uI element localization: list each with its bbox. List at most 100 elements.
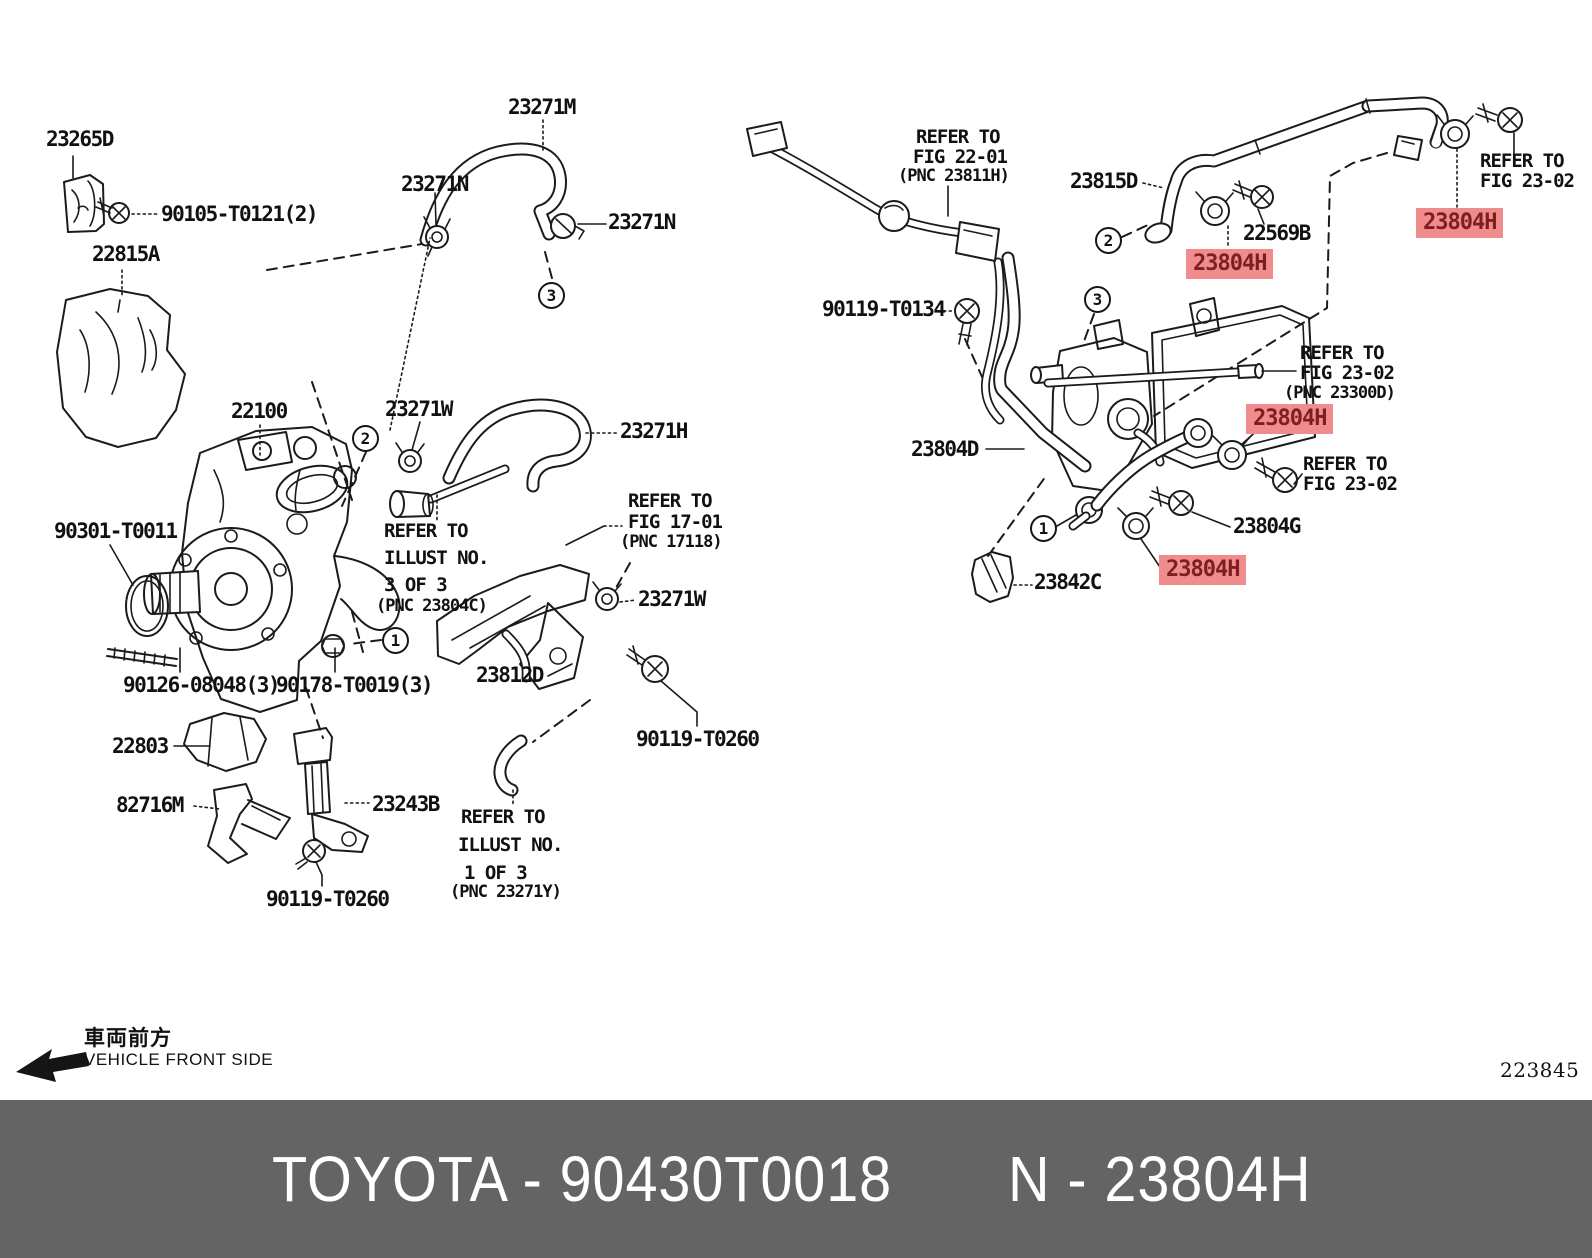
hose-23271h-drawing (442, 398, 592, 493)
right-assembly-drawing (746, 96, 1523, 603)
note-line: FIG 23-02 (1480, 170, 1575, 192)
clamp-23804h-2-drawing (1436, 114, 1474, 149)
part-label-23804g[interactable]: 23804G (1233, 514, 1301, 538)
part-label-23842c[interactable]: 23842C (1034, 570, 1102, 594)
dashed-reference-lines (266, 152, 1388, 743)
part-label-22803[interactable]: 22803 (112, 734, 169, 758)
note-line: FIG 23-02 (1303, 473, 1398, 495)
part-label-22815a[interactable]: 22815A (92, 242, 160, 266)
part-label-90301-t0011[interactable]: 90301-T0011 (54, 519, 178, 543)
part-label-23271h[interactable]: 23271H (620, 419, 688, 443)
clamp-23804h-1-drawing (1195, 191, 1234, 226)
oring-90301-drawing (125, 575, 169, 637)
sensor-22803-drawing (183, 712, 267, 772)
part-label-22100[interactable]: 22100 (231, 399, 288, 423)
bolt-fig2302-low-drawing (1254, 457, 1298, 493)
highlighted-label-23804h-2[interactable]: 23804H (1416, 208, 1504, 239)
banner-part-number: N - 23804H (1008, 1143, 1312, 1215)
part-label-23271n-left[interactable]: 23271N (401, 172, 469, 196)
note-line: 3 OF 3 (384, 574, 448, 596)
part-label-90119-t0134[interactable]: 90119-T0134 (822, 297, 946, 321)
highlighted-label-23804h-3[interactable]: 23804H (1246, 404, 1334, 435)
part-label-22569b[interactable]: 22569B (1243, 221, 1311, 245)
fitting-23804c-drawing (389, 464, 510, 518)
note-line: (PNC 17118) (620, 532, 723, 552)
callout-1-right: 1 (1030, 515, 1057, 542)
nut-90178-drawing (321, 634, 345, 658)
part-label-90126-08048[interactable]: 90126-08048(3) (123, 673, 281, 697)
note-line: (PNC 23300D) (1284, 383, 1396, 403)
note-line: ILLUST NO. (384, 547, 489, 569)
callout-2-left: 2 (352, 425, 379, 452)
figure-code: 223845 (1500, 1058, 1580, 1082)
highlighted-label-23804h-1[interactable]: 23804H (1186, 249, 1274, 280)
note-line: REFER TO (916, 126, 1001, 148)
note-line: REFER TO (1303, 453, 1388, 475)
note-line: (PNC 23804C) (376, 596, 488, 616)
clamp-23804h-4-drawing (1117, 507, 1154, 540)
bolt-90119-right-drawing (626, 645, 669, 683)
note-line: 1 OF 3 (464, 862, 528, 884)
clamp-23271n-left-drawing (423, 216, 451, 257)
note-line: (PNC 23271Y) (450, 882, 562, 902)
vehicle-front-label-en: VEHICLE FRONT SIDE (84, 1050, 274, 1069)
part-label-23271n-right[interactable]: 23271N (608, 210, 676, 234)
part-label-90119-t0260-right[interactable]: 90119-T0260 (636, 727, 760, 751)
part-label-90119-t0260-left[interactable]: 90119-T0260 (266, 887, 390, 911)
part-label-23243b[interactable]: 23243B (372, 792, 440, 816)
harness-23811h-drawing (746, 121, 1005, 425)
bracket-23812d-drawing (436, 564, 590, 690)
footer-banner: TOYOTA - 90430T0018 N - 23804H (0, 1100, 1592, 1258)
note-line: ILLUST NO. (458, 834, 563, 856)
callout-3-left: 3 (538, 282, 565, 309)
bolt-22569b-drawing (1232, 180, 1274, 209)
part-label-82716m[interactable]: 82716M (116, 793, 184, 817)
note-line: (PNC 23811H) (898, 166, 1010, 186)
note-line: FIG 17-01 (628, 511, 723, 533)
part-label-23265d[interactable]: 23265D (46, 127, 114, 151)
banner-catalog-number: TOYOTA - 90430T0018 (272, 1143, 893, 1215)
callout-2-right: 2 (1095, 227, 1122, 254)
part-label-23271w-bottom[interactable]: 23271W (638, 587, 706, 611)
bracket-23265d-drawing (63, 174, 105, 233)
note-line: REFER TO (628, 490, 713, 512)
part-23243b-drawing (293, 727, 369, 853)
clip-23842c-drawing (971, 551, 1014, 603)
bolt-90119-t0134-drawing (954, 298, 980, 346)
note-line: REFER TO (384, 520, 469, 542)
left-assembly-drawing (56, 142, 669, 870)
pump-22100-drawing (143, 426, 401, 713)
callout-1-left: 1 (382, 627, 409, 654)
part-label-23815d[interactable]: 23815D (1070, 169, 1138, 193)
bracket-22815a-drawing (56, 288, 186, 448)
highlighted-label-23804h-4[interactable]: 23804H (1159, 555, 1247, 586)
clamp-23271w-bottom-drawing (592, 581, 622, 611)
leader-lines (72, 119, 1515, 887)
part-label-23804d[interactable]: 23804D (911, 437, 979, 461)
part-label-23271w-top[interactable]: 23271W (385, 397, 453, 421)
pipe-23300d-drawing (1043, 363, 1264, 388)
bolt-90105-drawing (95, 197, 130, 224)
bracket-82716m-drawing (207, 783, 291, 864)
vehicle-front-label-jp: 車両前方 (84, 1026, 172, 1050)
note-line: FIG 22-01 (913, 146, 1008, 168)
tube-23804d-drawing (993, 251, 1103, 531)
part-label-90178-t0019[interactable]: 90178-T0019(3) (276, 673, 434, 697)
pipe-23815d-drawing (1144, 96, 1449, 244)
clamp-23271n-right-drawing (550, 213, 585, 240)
bolt-fig2302-top-drawing (1475, 103, 1523, 133)
bolt-90119-left-drawing (295, 839, 326, 870)
hose-23271m-drawing (419, 142, 567, 247)
vehicle-front-arrow (16, 1049, 89, 1082)
bolt-23804g-drawing (1149, 486, 1194, 516)
stud-90126-drawing (106, 647, 178, 667)
part-label-90105-t0121[interactable]: 90105-T0121(2) (161, 202, 319, 226)
part-label-23271m[interactable]: 23271M (508, 95, 576, 119)
hose-piece-23271y-drawing (493, 734, 528, 797)
part-label-23812d[interactable]: 23812D (476, 663, 544, 687)
lower-hose-drawing (1090, 418, 1213, 512)
clamp-23271w-top-drawing (395, 442, 425, 473)
note-line: REFER TO (461, 806, 546, 828)
